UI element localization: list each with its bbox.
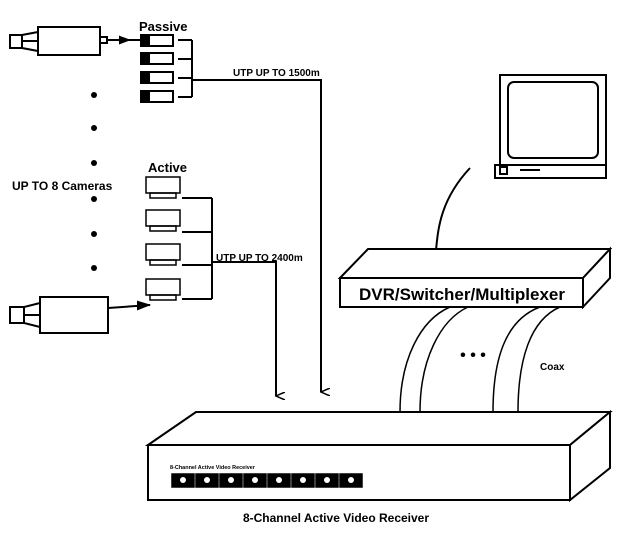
utp-passive-line: [192, 79, 321, 392]
coax-label: Coax: [540, 362, 565, 373]
port-connector-icon: [300, 477, 306, 483]
utp-active-label: UTP UP TO 2400m: [216, 253, 303, 264]
cameras-label: UP TO 8 Cameras: [12, 179, 113, 193]
monitor: [494, 74, 607, 179]
receiver-caption: 8-Channel Active Video Receiver: [243, 511, 429, 525]
utp-passive-label: UTP UP TO 1500m: [233, 68, 320, 79]
active-label: Active: [148, 160, 187, 175]
active-video-receiver: [144, 409, 613, 503]
coax-cables: [399, 306, 561, 413]
utp-active-line: [212, 261, 276, 396]
passive-baluns: [140, 34, 193, 103]
port-connector-icon: [252, 477, 258, 483]
port-connector-icon: [180, 477, 186, 483]
port-connector-icon: [228, 477, 234, 483]
port-connector-icon: [276, 477, 282, 483]
receiver-panel-label: 8-Channel Active Video Receiver: [170, 465, 255, 471]
port-connector-icon: [204, 477, 210, 483]
camera-top: [9, 26, 140, 56]
passive-label: Passive: [139, 19, 187, 34]
monitor-cable: [435, 167, 471, 251]
port-connector-icon: [348, 477, 354, 483]
port-connector-icon: [324, 477, 330, 483]
more-cameras-dots: [91, 92, 97, 271]
dvr-box: [337, 246, 613, 310]
active-baluns: [145, 176, 213, 301]
coax-dots: • • •: [460, 347, 486, 364]
camera-bottom: [9, 296, 152, 334]
dvr-label: DVR/Switcher/Multiplexer: [359, 285, 565, 304]
